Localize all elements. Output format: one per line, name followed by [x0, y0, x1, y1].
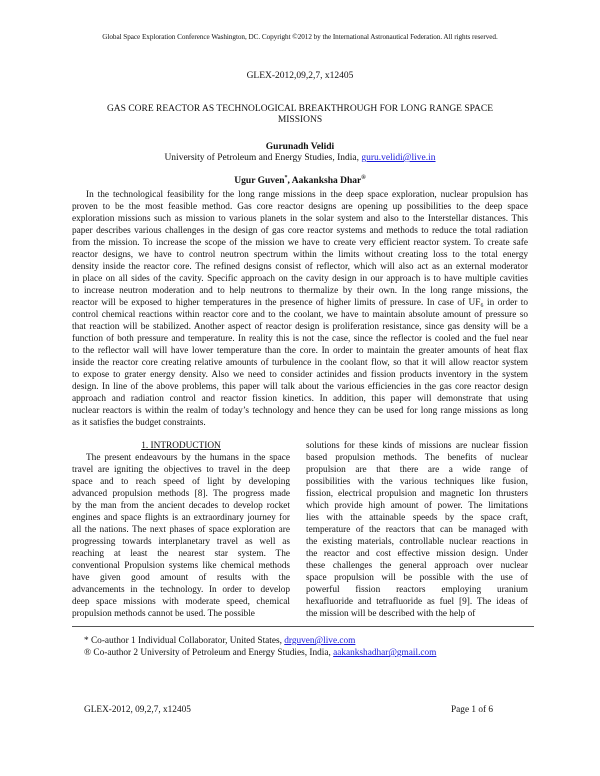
- footnotes: * Co-author 1 Individual Collaborator, U…: [84, 635, 436, 659]
- text-line: to the reflector wall will have lower te…: [72, 346, 528, 356]
- text-line: nuclear reactors is within the realm of …: [72, 406, 528, 416]
- text-line: the existing materials, controllable nuc…: [306, 537, 528, 547]
- text-line: propulsion are that there are a wide ran…: [306, 465, 528, 475]
- text-line: lies with the attainable speeds by the s…: [306, 513, 528, 523]
- text-line: space propulsion will be possible with t…: [306, 573, 528, 583]
- text-line: propulsion methods cannot be used. The p…: [72, 609, 255, 619]
- paper-title: GAS CORE REACTOR AS TECHNOLOGICAL BREAKT…: [106, 104, 494, 125]
- text-line: possibilities with the various technique…: [306, 477, 528, 487]
- text-line: reaching at least the nearest star syste…: [72, 549, 290, 559]
- footnote-mark: *: [284, 175, 288, 181]
- text-line: solutions for these kinds of missions ar…: [306, 441, 528, 451]
- footnote-mark: ®: [84, 648, 92, 658]
- text-line: to expose to grater energy density. Also…: [72, 370, 528, 380]
- footnote: * Co-author 1 Individual Collaborator, U…: [84, 635, 436, 647]
- text-line: hexafluoride and tetrafluoride as fuel […: [306, 597, 528, 607]
- text-line: deep space missions with moderate speed,…: [72, 597, 290, 607]
- text-line: the reactor and cost effective mission d…: [306, 549, 528, 559]
- abstract: In the technological feasibility for the…: [72, 189, 528, 429]
- text-line: proven to be the most feasible method. G…: [72, 202, 528, 212]
- page-number: Page 1 of 6: [451, 705, 494, 715]
- footnote-mark: ®: [361, 175, 366, 181]
- text-line: engines and space flights is an extraord…: [72, 513, 290, 523]
- paper-id: GLEX-2012,09,2,7, x12405: [246, 71, 354, 81]
- text-line: inside the reactor core creating relativ…: [72, 358, 528, 368]
- text-line: that reaction will be stabilized. Anothe…: [72, 322, 528, 332]
- text-line: from the mission. To increase the scope …: [72, 238, 528, 248]
- text-line: density inside the reactor core. The ref…: [72, 262, 528, 272]
- body-column-right: solutions for these kinds of missions ar…: [306, 440, 528, 620]
- text-line: reactor designs, we have to control neut…: [72, 250, 528, 260]
- text-line: all the nations. The next phases of spac…: [72, 525, 290, 535]
- text-line: control chemical reactions within reacto…: [72, 310, 528, 320]
- text-line: The present endeavours by the humans in …: [86, 453, 290, 463]
- author-name: Ugur Guven: [234, 176, 285, 186]
- author-name: Aakanksha Dhar: [291, 176, 362, 186]
- text-line: as it satisfies the budget constraints.: [72, 418, 206, 428]
- text-line: powerful fission reactors employing uran…: [306, 585, 528, 595]
- affiliation-text: University of Petroleum and Energy Studi…: [164, 153, 362, 163]
- text-line: paper describes various challenges in th…: [72, 226, 528, 236]
- footnote-divider: [72, 626, 534, 627]
- text-line: progressing towards interplanetary trave…: [72, 537, 290, 547]
- text-line: which provide high amount of power. The …: [306, 501, 528, 511]
- text-line: reactor will be exposed to higher temper…: [72, 298, 528, 308]
- text-line: design. In line of the above problems, t…: [72, 382, 528, 392]
- footnote: ® Co-author 2 University of Petroleum an…: [84, 647, 436, 659]
- text-line: approach and radiation control and react…: [72, 394, 528, 404]
- author-email-link[interactable]: guru.velidi@live.in: [361, 153, 436, 163]
- text-line: travel are igniting the objectives to tr…: [72, 465, 290, 475]
- text-line: conventional Propulsion systems like che…: [72, 561, 290, 571]
- footnote-email-link[interactable]: aakankshadhar@gmail.com: [333, 648, 437, 658]
- text-line: by the man from the ancient decades to d…: [72, 501, 290, 511]
- footnote-email-link[interactable]: drguven@live.com: [284, 636, 356, 646]
- coauthors: Ugur Guven*, Aakanksha Dhar®: [0, 175, 600, 186]
- author-name: Gurunadh Velidi: [265, 142, 335, 152]
- text-line: in place on all sides of the cavity. Spe…: [72, 274, 528, 284]
- footnote-text: Co-author 2 University of Petroleum and …: [91, 648, 334, 658]
- text-line: space and to reach speed of light by dev…: [72, 477, 290, 487]
- copyright-notice: Global Space Exploration Conference Wash…: [102, 33, 498, 41]
- text-line: In the technological feasibility for the…: [86, 190, 528, 200]
- text-line: based propulsion methods. The benefits o…: [306, 453, 528, 463]
- body-column-left: The present endeavours by the humans in …: [72, 452, 290, 620]
- text-line: have given good amount of results with t…: [72, 573, 290, 583]
- text-line: the mission will be described with the h…: [306, 609, 476, 619]
- text-line: advancements in the technology. In order…: [72, 585, 290, 595]
- separator: ,: [287, 176, 292, 186]
- text-line: these challenges the general approach ov…: [306, 561, 528, 571]
- author-affiliation: University of Petroleum and Energy Studi…: [0, 153, 600, 163]
- section-heading: 1. INTRODUCTION: [72, 440, 290, 452]
- text-line: exploration missions such as mission to …: [72, 214, 528, 224]
- text-line: function of both pressure and temperatur…: [72, 334, 528, 344]
- footnote-mark: *: [84, 636, 89, 646]
- text-line: fission, electrical propulsion and magne…: [306, 489, 528, 499]
- footnote-text: Co-author 1 Individual Collaborator, Uni…: [88, 636, 285, 646]
- text-line: to increase neutron moderation and to he…: [72, 286, 528, 296]
- footer-paper-id: GLEX-2012, 09,2,7, x12405: [84, 705, 191, 715]
- section-heading-text: 1. INTRODUCTION: [141, 441, 221, 451]
- text-line: advanced propulsion methods [8]. The pro…: [72, 489, 290, 499]
- text-line: temperature of the reactors that can be …: [306, 525, 528, 535]
